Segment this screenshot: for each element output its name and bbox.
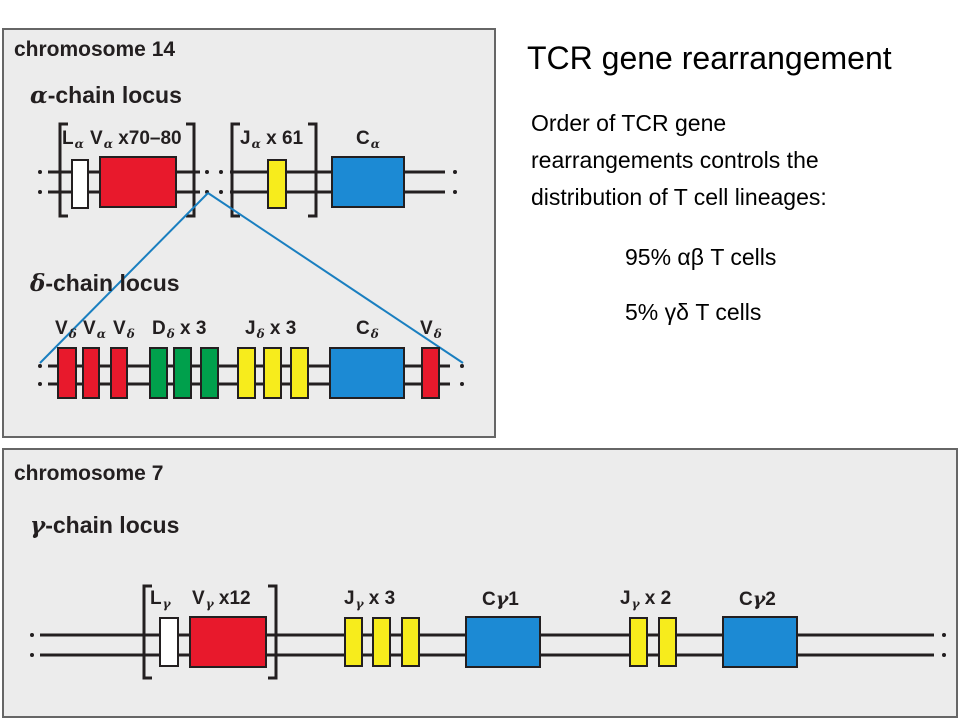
alpha-brackets <box>58 122 318 218</box>
gamma-brackets <box>142 584 278 680</box>
gamma-j-segment <box>401 617 420 667</box>
description-line-3: distribution of T cell lineages: <box>531 184 827 210</box>
gamma-v-label: Vγ x12 <box>192 588 251 611</box>
gamma-j2-label: Jγ x 2 <box>620 588 672 611</box>
delta-d-segment <box>200 347 219 399</box>
gamma-l-label: Lγ <box>150 588 171 611</box>
delta-c-segment <box>329 347 405 399</box>
delta-va-label: Vα <box>83 318 106 341</box>
gamma-dna-dots <box>30 633 946 657</box>
chromosome-7-label: chromosome 7 <box>14 462 164 485</box>
chromosome-14-label: chromosome 14 <box>14 38 176 61</box>
alpha-c-label: Cα <box>356 128 380 151</box>
alpha-j-segment <box>267 159 287 209</box>
gamma-delta-percentage: 5% γδ T cells <box>625 299 762 325</box>
delta-va-segment <box>82 347 100 399</box>
delta-dna-dots <box>38 364 464 386</box>
gamma-c2-segment <box>722 616 798 668</box>
gamma-v-segment <box>189 616 267 668</box>
gamma-j-segment <box>629 617 648 667</box>
gamma-c1-segment <box>465 616 541 668</box>
slide-title: TCR gene rearrangement <box>527 40 892 76</box>
delta-v-segment <box>57 347 77 399</box>
delta-j-segment <box>237 347 256 399</box>
delta-v-label: Vδ <box>420 318 442 341</box>
delta-locus-title: δ-chain locus <box>30 270 180 297</box>
delta-v-label: Vδ <box>55 318 77 341</box>
delta-d-label: Dδ x 3 <box>152 318 207 341</box>
delta-j-label: Jδ x 3 <box>245 318 297 341</box>
alpha-dna-dots <box>38 170 457 194</box>
delta-v-segment <box>421 347 440 399</box>
alpha-v-segment <box>99 156 177 208</box>
gamma-l-segment <box>159 617 179 667</box>
gamma-c1-label: Cγ1 <box>482 588 519 610</box>
alpha-locus-title: α-chain locus <box>30 82 182 109</box>
delta-d-segment <box>149 347 168 399</box>
alpha-c-segment <box>331 156 405 208</box>
gamma-j-segment <box>658 617 677 667</box>
chromosome-7-panel <box>2 448 958 718</box>
delta-c-label: Cδ <box>356 318 379 341</box>
gamma-locus-title: γ-chain locus <box>30 512 180 539</box>
delta-v-segment <box>110 347 128 399</box>
gamma-c2-label: Cγ2 <box>739 588 776 610</box>
gamma-j-segment <box>372 617 391 667</box>
alpha-beta-percentage: 95% αβ T cells <box>625 244 777 270</box>
alpha-v-label: Vα x70–80 <box>90 128 182 151</box>
gamma-j-segment <box>344 617 363 667</box>
alpha-l-segment <box>71 159 89 209</box>
delta-j-segment <box>263 347 282 399</box>
description-line-1: Order of TCR gene <box>531 110 727 136</box>
delta-d-segment <box>173 347 192 399</box>
delta-v-label: Vδ <box>113 318 135 341</box>
alpha-j-label: Jα x 61 <box>240 128 304 151</box>
delta-j-segment <box>290 347 309 399</box>
description-line-2: rearrangements controls the <box>531 147 819 173</box>
alpha-l-label: Lα <box>62 128 84 151</box>
gamma-j1-label: Jγ x 3 <box>344 588 396 611</box>
rearrangement-lines <box>39 192 464 364</box>
